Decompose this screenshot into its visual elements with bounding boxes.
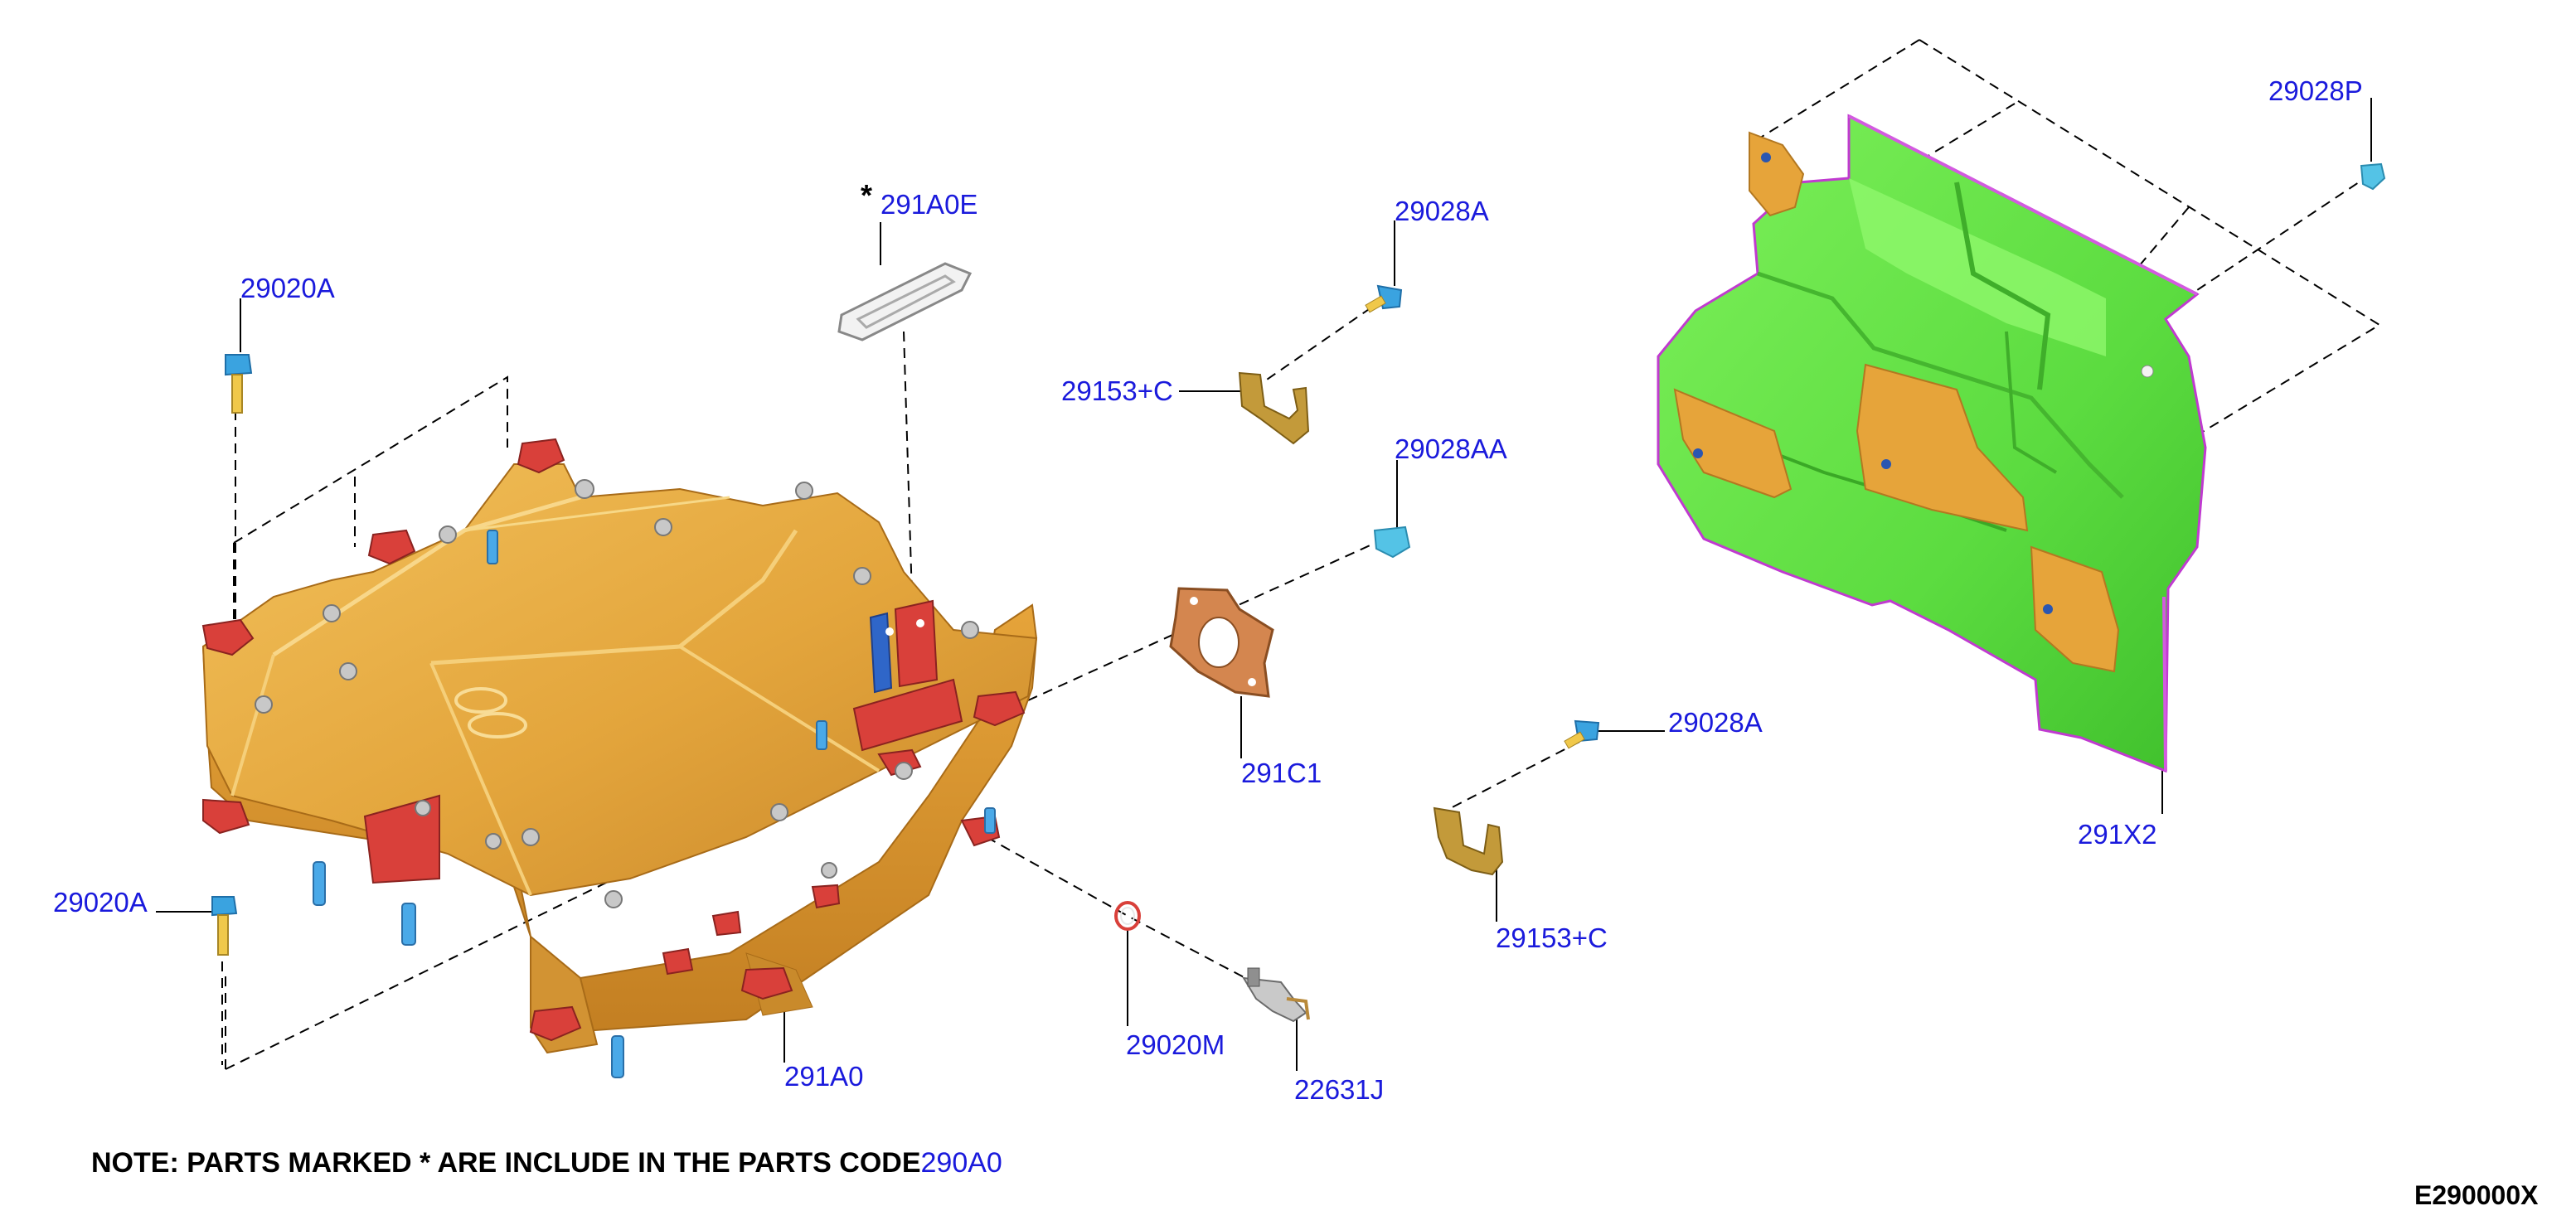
label-29028A-mid[interactable]: 29028A bbox=[1668, 707, 1763, 738]
clip-29028AA[interactable] bbox=[1373, 525, 1411, 559]
bracket-cover-291X2[interactable] bbox=[1657, 114, 2207, 773]
label-291C1[interactable]: 291C1 bbox=[1241, 758, 1322, 788]
label-29028AA[interactable]: 29028AA bbox=[1395, 433, 1507, 464]
inverter-housing-291A0[interactable] bbox=[201, 438, 1038, 1078]
label-29028P[interactable]: 29028P bbox=[2268, 75, 2363, 106]
bracket-29153C-bottom[interactable] bbox=[1433, 806, 1504, 876]
screw-29028A-mid[interactable] bbox=[1564, 719, 1600, 749]
included-part-marker: * bbox=[861, 178, 873, 212]
screw-29028A-top[interactable] bbox=[1365, 284, 1403, 313]
seal-291A0E[interactable] bbox=[837, 262, 973, 341]
diagram-code: E290000X bbox=[2414, 1180, 2539, 1210]
label-29020M[interactable]: 29020M bbox=[1126, 1029, 1225, 1060]
label-291X2[interactable]: 291X2 bbox=[2078, 819, 2157, 850]
clip-29028P[interactable] bbox=[2360, 162, 2386, 191]
parts-note: NOTE: PARTS MARKED * ARE INCLUDE IN THE … bbox=[91, 1149, 1002, 1177]
label-291A0[interactable]: 291A0 bbox=[784, 1061, 864, 1092]
gasket-291C1[interactable] bbox=[1169, 587, 1274, 698]
sensor-22631J[interactable] bbox=[1242, 967, 1310, 1023]
note-text: NOTE: PARTS MARKED * ARE INCLUDE IN THE … bbox=[91, 1147, 921, 1179]
label-29153C-top[interactable]: 29153+C bbox=[1061, 375, 1173, 406]
label-29028A-top[interactable]: 29028A bbox=[1395, 196, 1489, 226]
label-29020A-top[interactable]: 29020A bbox=[240, 273, 335, 303]
bolt-29020A-top[interactable] bbox=[225, 354, 253, 414]
oring-29020M[interactable] bbox=[1114, 901, 1141, 931]
label-291A0E[interactable]: 291A0E bbox=[880, 189, 978, 220]
bolt-29020A-bottom[interactable] bbox=[211, 896, 238, 956]
label-22631J[interactable]: 22631J bbox=[1294, 1074, 1385, 1105]
label-29153C-bottom[interactable]: 29153+C bbox=[1496, 922, 1608, 953]
bracket-29153C-top[interactable] bbox=[1238, 371, 1310, 445]
note-ref-290A0[interactable]: 290A0 bbox=[920, 1147, 1002, 1179]
label-29020A-bottom[interactable]: 29020A bbox=[53, 887, 148, 918]
